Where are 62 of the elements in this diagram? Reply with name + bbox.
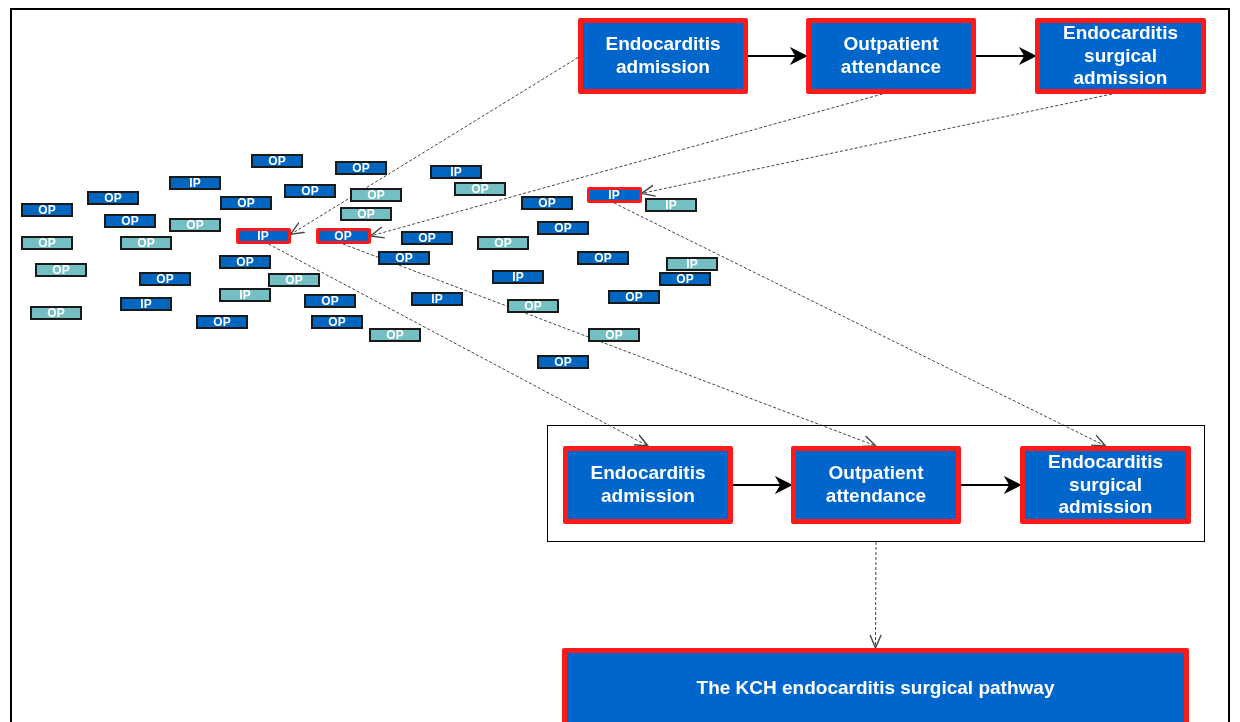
event-tag: OP [335,161,387,175]
highlighted-event-tag: IP [586,187,642,203]
event-tag: OP [659,272,711,286]
event-tag: OP [311,315,363,329]
event-tag: OP [304,294,356,308]
arrow [960,476,1022,494]
event-tag: OP [350,188,402,202]
event-tag: OP [588,328,640,342]
event-tag: IP [666,257,718,271]
highlighted-event-tag: IP [235,228,291,244]
event-tag: OP [220,196,272,210]
event-tag: OP [120,236,172,250]
event-tag: OP [251,154,303,168]
process-box: Outpatient attendance [806,18,976,94]
event-tag: OP [537,221,589,235]
process-box: Endocarditis surgical admission [1020,446,1191,524]
event-tag: OP [369,328,421,342]
process-box: Endocarditis admission [563,446,733,524]
event-tag: OP [537,355,589,369]
event-tag: OP [21,236,73,250]
event-tag: IP [219,288,271,302]
event-tag: IP [120,297,172,311]
arrow [732,476,793,494]
event-tag: OP [401,231,453,245]
event-tag: OP [104,214,156,228]
event-tag: OP [454,182,506,196]
event-tag: OP [196,315,248,329]
event-tag: OP [35,263,87,277]
event-tag: IP [169,176,221,190]
arrow [975,47,1037,65]
event-tag: OP [577,251,629,265]
event-tag: OP [219,255,271,269]
event-tag: IP [645,198,697,212]
process-box: Outpatient attendance [791,446,961,524]
dashed-arrow [613,202,1107,447]
dashed-arrow [869,541,882,649]
event-tag: OP [268,273,320,287]
event-tag: OP [507,299,559,313]
event-tag: OP [284,184,336,198]
event-tag: OP [30,306,82,320]
event-tag: OP [521,196,573,210]
event-tag: OP [87,191,139,205]
dashed-arrow [268,243,649,447]
dashed-arrow [289,57,579,236]
event-tag: IP [411,292,463,306]
event-tag: OP [608,290,660,304]
event-tag: OP [169,218,221,232]
highlighted-event-tag: OP [315,228,371,244]
event-tag: OP [340,207,392,221]
arrow [747,47,808,65]
process-box: Endocarditis surgical admission [1035,18,1206,94]
event-tag: OP [21,203,73,217]
event-tag: OP [139,272,191,286]
process-box: Endocarditis admission [578,18,748,94]
dashed-arrow [342,243,877,448]
event-tag: IP [492,270,544,284]
group-box [547,425,1205,542]
event-tag: OP [477,236,529,250]
pathway-box: The KCH endocarditis surgical pathway [562,648,1189,722]
event-tag: OP [378,251,430,265]
event-tag: IP [430,165,482,179]
dashed-arrow [369,93,883,239]
